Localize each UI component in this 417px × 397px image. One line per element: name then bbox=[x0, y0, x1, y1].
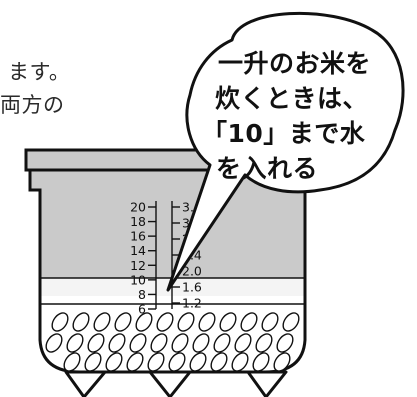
rice-grain bbox=[213, 333, 231, 353]
rice-grains bbox=[45, 312, 300, 372]
scale-left-label: 10 bbox=[130, 272, 146, 287]
rice-grain bbox=[72, 312, 90, 332]
pot-feet bbox=[64, 370, 288, 397]
rice-grain bbox=[210, 352, 228, 372]
rice-grain bbox=[105, 352, 123, 372]
bubble-text-line-1: 一升のお米を bbox=[218, 49, 372, 78]
scale-right-label: 1.2 bbox=[182, 296, 202, 311]
rice-grain bbox=[66, 333, 84, 353]
rice-grain bbox=[45, 333, 63, 353]
scale-right-label: 1.6 bbox=[182, 280, 202, 295]
scale-left-label: 20 bbox=[130, 200, 146, 215]
bubble-text-line-3: 「10」まで水 bbox=[202, 119, 366, 148]
bubble-text-line-2: 炊くときは、 bbox=[215, 84, 369, 113]
rice-grain bbox=[156, 312, 174, 332]
rice-grain bbox=[63, 352, 81, 372]
rice-grain bbox=[147, 352, 165, 372]
rice-grain bbox=[171, 333, 189, 353]
scale-left-label: 8 bbox=[138, 287, 146, 302]
rice-grain bbox=[114, 312, 132, 332]
scale-right-label: 2.0 bbox=[182, 264, 202, 279]
scale-left-label: 16 bbox=[130, 229, 146, 244]
rice-grain bbox=[198, 312, 216, 332]
rice-grain bbox=[261, 312, 279, 332]
rice-grain bbox=[276, 333, 294, 353]
rice-grain bbox=[51, 312, 69, 332]
rice-grain bbox=[231, 352, 249, 372]
rice-grain bbox=[234, 333, 252, 353]
rice-grain bbox=[129, 333, 147, 353]
rice-grain bbox=[108, 333, 126, 353]
scale-left-label: 14 bbox=[130, 243, 146, 258]
rice-grain bbox=[192, 333, 210, 353]
instruction-text-line-1: ます。 bbox=[8, 60, 71, 84]
rice-grain bbox=[282, 312, 300, 332]
bubble-text-line-4: を入れる bbox=[216, 154, 319, 183]
scale-left-label: 6 bbox=[138, 302, 146, 317]
scale-left-label: 12 bbox=[130, 258, 146, 273]
instruction-text-line-2: 両方の bbox=[0, 93, 65, 117]
rice-grain bbox=[150, 333, 168, 353]
rice-grain bbox=[135, 312, 153, 332]
rice-grain bbox=[252, 352, 270, 372]
rice-grain bbox=[273, 352, 291, 372]
rice-grain bbox=[84, 352, 102, 372]
rice-grain bbox=[219, 312, 237, 332]
rice-grain bbox=[87, 333, 105, 353]
rice-grain bbox=[240, 312, 258, 332]
scale-left-label: 18 bbox=[130, 214, 146, 229]
rice-grain bbox=[189, 352, 207, 372]
speech-bubble bbox=[166, 11, 405, 292]
rice-grain bbox=[126, 352, 144, 372]
rice-grain bbox=[93, 312, 111, 332]
rice-grain bbox=[168, 352, 186, 372]
rice-grain bbox=[255, 333, 273, 353]
rice-grain bbox=[177, 312, 195, 332]
inner-pot bbox=[30, 165, 305, 296]
